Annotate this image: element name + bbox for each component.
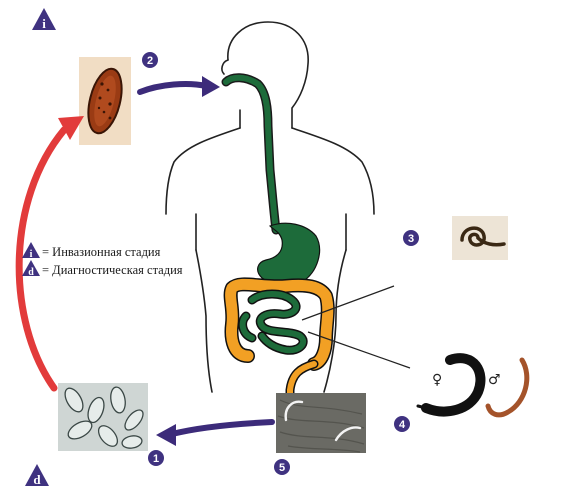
colon	[223, 277, 335, 401]
svg-text:d: d	[28, 267, 34, 278]
svg-text:i: i	[42, 16, 46, 31]
eggs-microscope-image	[58, 383, 148, 451]
svg-text:4: 4	[399, 419, 406, 431]
step-4-badge: 4	[394, 416, 410, 432]
female-worm: ♀	[416, 353, 486, 417]
perianal-worms-image	[276, 393, 366, 453]
step-1-badge: 1	[148, 450, 164, 466]
egg-infective-image	[79, 57, 131, 145]
svg-text:1: 1	[153, 453, 159, 465]
legend-infective-icon: i	[22, 242, 40, 260]
svg-text:♀: ♀	[432, 372, 442, 388]
svg-text:d: d	[33, 472, 41, 487]
step-2-badge: 2	[142, 52, 158, 68]
step-5-badge: 5	[274, 459, 290, 475]
svg-text:5: 5	[279, 462, 285, 474]
infective-stage-marker-top: i	[32, 8, 56, 31]
legend-infective-label: = Инвазионная стадия	[42, 245, 161, 259]
svg-text:i: i	[30, 249, 33, 260]
legend-diagnostic-label: = Диагностическая стадия	[42, 263, 183, 277]
human-body-outline	[165, 21, 375, 393]
svg-text:3: 3	[408, 233, 414, 245]
small-intestine	[238, 289, 308, 355]
adult-worms: ♀ ♂	[416, 353, 530, 418]
autoinfection-arrow	[15, 116, 84, 392]
legend: i = Инвазионная стадия d = Диагностическ…	[22, 242, 183, 278]
stomach	[257, 222, 321, 287]
oviposition-arrow	[156, 419, 275, 446]
legend-diagnostic-icon: d	[22, 260, 40, 278]
larva-image	[452, 216, 508, 260]
diagnostic-stage-marker-bottom: d	[25, 464, 49, 487]
esophagus	[221, 73, 281, 235]
svg-text:2: 2	[147, 55, 153, 67]
step-3-badge: 3	[403, 230, 419, 246]
ingestion-arrow	[137, 76, 220, 97]
svg-text:♂: ♂	[488, 372, 501, 388]
male-worm: ♂	[485, 357, 530, 418]
pointer-lines	[301, 285, 411, 369]
